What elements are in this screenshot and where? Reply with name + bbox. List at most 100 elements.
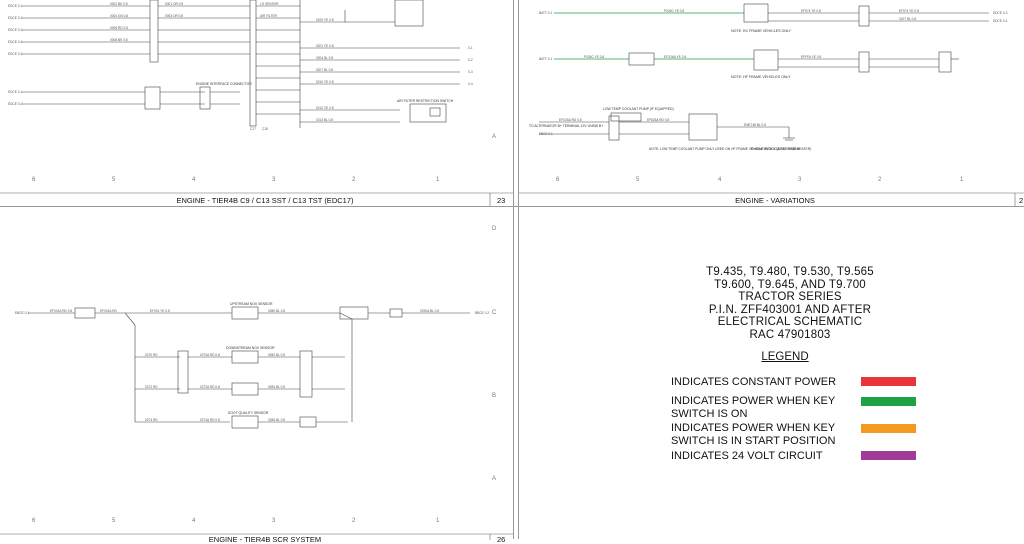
legend-item-key-on: INDICATES POWER WHEN KEY SWITCH IS ON: [671, 395, 836, 420]
svg-text:P026C YE 0.8: P026C YE 0.8: [584, 55, 604, 59]
legend-item-start-position: INDICATES POWER WHEN KEY SWITCH IS IN ST…: [671, 422, 836, 447]
page-number: 2: [1019, 196, 1024, 205]
svg-text:EDCE 0-3: EDCE 0-3: [993, 11, 1008, 15]
pump-note: NOTE: LOW TEMP COOLANT PUMP ONLY USED ON…: [649, 147, 801, 151]
page-number: 23: [497, 196, 506, 205]
svg-text:P026C YE 0.8: P026C YE 0.8: [664, 9, 684, 13]
title-line: ELECTRICAL SCHEMATIC: [717, 316, 863, 329]
svg-text:0006 RD 0.8: 0006 RD 0.8: [110, 26, 128, 30]
note-rc-frame: NOTE: RC FRAME VEHICLES ONLY: [731, 29, 792, 33]
grid-col-label: 3: [272, 177, 276, 183]
svg-text:0270 RD: 0270 RD: [145, 353, 158, 357]
svg-text:EF001A RD 0.8: EF001A RD 0.8: [50, 309, 72, 313]
svg-text:0-4: 0-4: [468, 82, 473, 86]
grid-col-label: 2: [352, 177, 356, 183]
pump-label: LOW TEMP COOLANT PUMP (IF EQUIPPED): [603, 107, 674, 111]
svg-text:0280 BL 0.8: 0280 BL 0.8: [268, 309, 285, 313]
title-line: T9.600, T9.645, AND T9.700: [714, 278, 866, 291]
panel-title: ENGINE - TIER4B C9 / C13 SST / C13 TST (…: [176, 196, 354, 205]
svg-text:0201 YE 0.8: 0201 YE 0.8: [316, 44, 334, 48]
svg-text:EDCE 0-4: EDCE 0-4: [993, 19, 1008, 23]
legend-swatch-start-position: [861, 424, 916, 433]
panel-divider-vertical-2: [518, 0, 519, 539]
connector-label: ENGINE INTERFACE CONNECTOR: [196, 82, 252, 86]
svg-text:0274 RD: 0274 RD: [145, 418, 158, 422]
grid-col-label: 5: [112, 518, 116, 524]
svg-text:BBCE 0-2: BBCE 0-2: [475, 311, 489, 315]
svg-text:0-1: 0-1: [468, 46, 473, 50]
svg-text:EFFFA YE 0.8: EFFFA YE 0.8: [801, 55, 821, 59]
svg-text:0212 YE 0.8: 0212 YE 0.8: [316, 106, 334, 110]
svg-text:AIR FILTER: AIR FILTER: [260, 14, 278, 18]
title-line: TRACTOR SERIES: [738, 291, 842, 304]
svg-text:0-2: 0-2: [468, 58, 473, 62]
legend-item-24-volt: INDICATES 24 VOLT CIRCUIT: [671, 450, 823, 462]
grid-col-label: 4: [192, 518, 196, 524]
schematic-title-block: T9.435, T9.480, T9.530, T9.565 T9.600, T…: [600, 266, 980, 342]
svg-text:0274A RD 0.8: 0274A RD 0.8: [200, 418, 220, 422]
svg-text:EFX26A RD 0.8: EFX26A RD 0.8: [559, 118, 582, 122]
svg-text:BATT 0-1: BATT 0-1: [539, 11, 553, 15]
grid-row-label: A: [492, 476, 496, 482]
svg-text:0207 BL 0.8: 0207 BL 0.8: [899, 17, 916, 21]
grid-col-label: 6: [556, 177, 560, 183]
svg-text:LO SENSOR: LO SENSOR: [260, 2, 279, 6]
grid-col-label: 1: [436, 518, 440, 524]
svg-text:0-3: 0-3: [468, 70, 473, 74]
svg-text:C18: C18: [262, 127, 268, 131]
svg-text:EDCE 0-2: EDCE 0-2: [8, 102, 23, 106]
svg-text:EDCE 0-4: EDCE 0-4: [8, 40, 23, 44]
grid-col-label: 3: [272, 518, 276, 524]
title-line: P.I.N. ZFF403001 AND AFTER: [708, 303, 872, 316]
panel-title: ENGINE - VARIATIONS: [735, 196, 815, 205]
legend-heading: LEGEND: [761, 351, 809, 363]
panel-divider-horizontal: [0, 206, 1024, 207]
svg-text:EFX26A YE 0.8: EFX26A YE 0.8: [664, 55, 686, 59]
page-number: 26: [497, 535, 506, 544]
ground-label: ENGINE BLOCK (NEAR GRID HEATER): [751, 147, 811, 151]
svg-text:C17: C17: [250, 127, 256, 131]
grid-col-label: 3: [798, 177, 802, 183]
grid-col-label: 1: [436, 177, 440, 183]
sensor-downstream-label: DOWNSTREAM NOX SENSOR: [226, 346, 275, 350]
grid-col-label: 4: [718, 177, 722, 183]
svg-text:0207 BL 0.8: 0207 BL 0.8: [316, 68, 333, 72]
svg-text:0286 BL 0.8: 0286 BL 0.8: [268, 418, 285, 422]
alternator-label: TO ALTERNATOR B+ TERMINAL 12V UNSW B+: [529, 124, 603, 128]
legend-item-constant-power: INDICATES CONSTANT POWER: [671, 376, 837, 388]
sensor-soot-label: SOOT QUALITY SENSOR: [228, 411, 269, 415]
legend-swatch-constant-power: [861, 377, 916, 386]
svg-text:0204 BL 0.8: 0204 BL 0.8: [316, 56, 333, 60]
grid-row-label: B: [492, 393, 496, 399]
grid-col-label: 2: [878, 177, 882, 183]
grid-col-label: 1: [960, 177, 964, 183]
svg-text:EF074 YE 0.8: EF074 YE 0.8: [899, 9, 919, 13]
svg-text:EDCE 0-1: EDCE 0-1: [8, 4, 23, 8]
svg-text:EDCE 0-3: EDCE 0-3: [8, 28, 23, 32]
grid-col-label: 4: [192, 177, 196, 183]
svg-text:0213 BL 0.8: 0213 BL 0.8: [316, 118, 333, 122]
note-hf-frame: NOTE: HF FRAME VEHICLES ONLY: [731, 75, 791, 79]
svg-text:EF001A RD: EF001A RD: [100, 309, 118, 313]
grid-col-label: 5: [112, 177, 116, 183]
svg-text:0100 YE 0.8: 0100 YE 0.8: [316, 18, 334, 22]
svg-text:EBCE 0-1: EBCE 0-1: [15, 311, 29, 315]
legend-swatch-key-on: [861, 397, 916, 406]
grid-row-label: D: [492, 226, 497, 232]
grid-row-label: A: [492, 134, 496, 140]
svg-text:EDCE 0-2: EDCE 0-2: [8, 16, 23, 20]
switch-label: AIR FILTER RESTRICTION SWITCH: [397, 99, 454, 103]
svg-text:0290A BL 0.8: 0290A BL 0.8: [420, 309, 439, 313]
svg-text:0282 BL 0.8: 0282 BL 0.8: [268, 353, 285, 357]
panel-divider-vertical: [513, 0, 514, 539]
svg-text:EDCE 0-5: EDCE 0-5: [8, 52, 23, 56]
svg-text:EF074 YE 0.8: EF074 YE 0.8: [801, 9, 821, 13]
svg-text:0008 BK 0.8: 0008 BK 0.8: [110, 38, 128, 42]
panel-title: ENGINE - TIER4B SCR SYSTEM: [208, 535, 322, 544]
svg-text:0272 RD: 0272 RD: [145, 385, 158, 389]
grid-row-label: C: [492, 310, 497, 316]
svg-text:0210 YE 0.8: 0210 YE 0.8: [316, 80, 334, 84]
